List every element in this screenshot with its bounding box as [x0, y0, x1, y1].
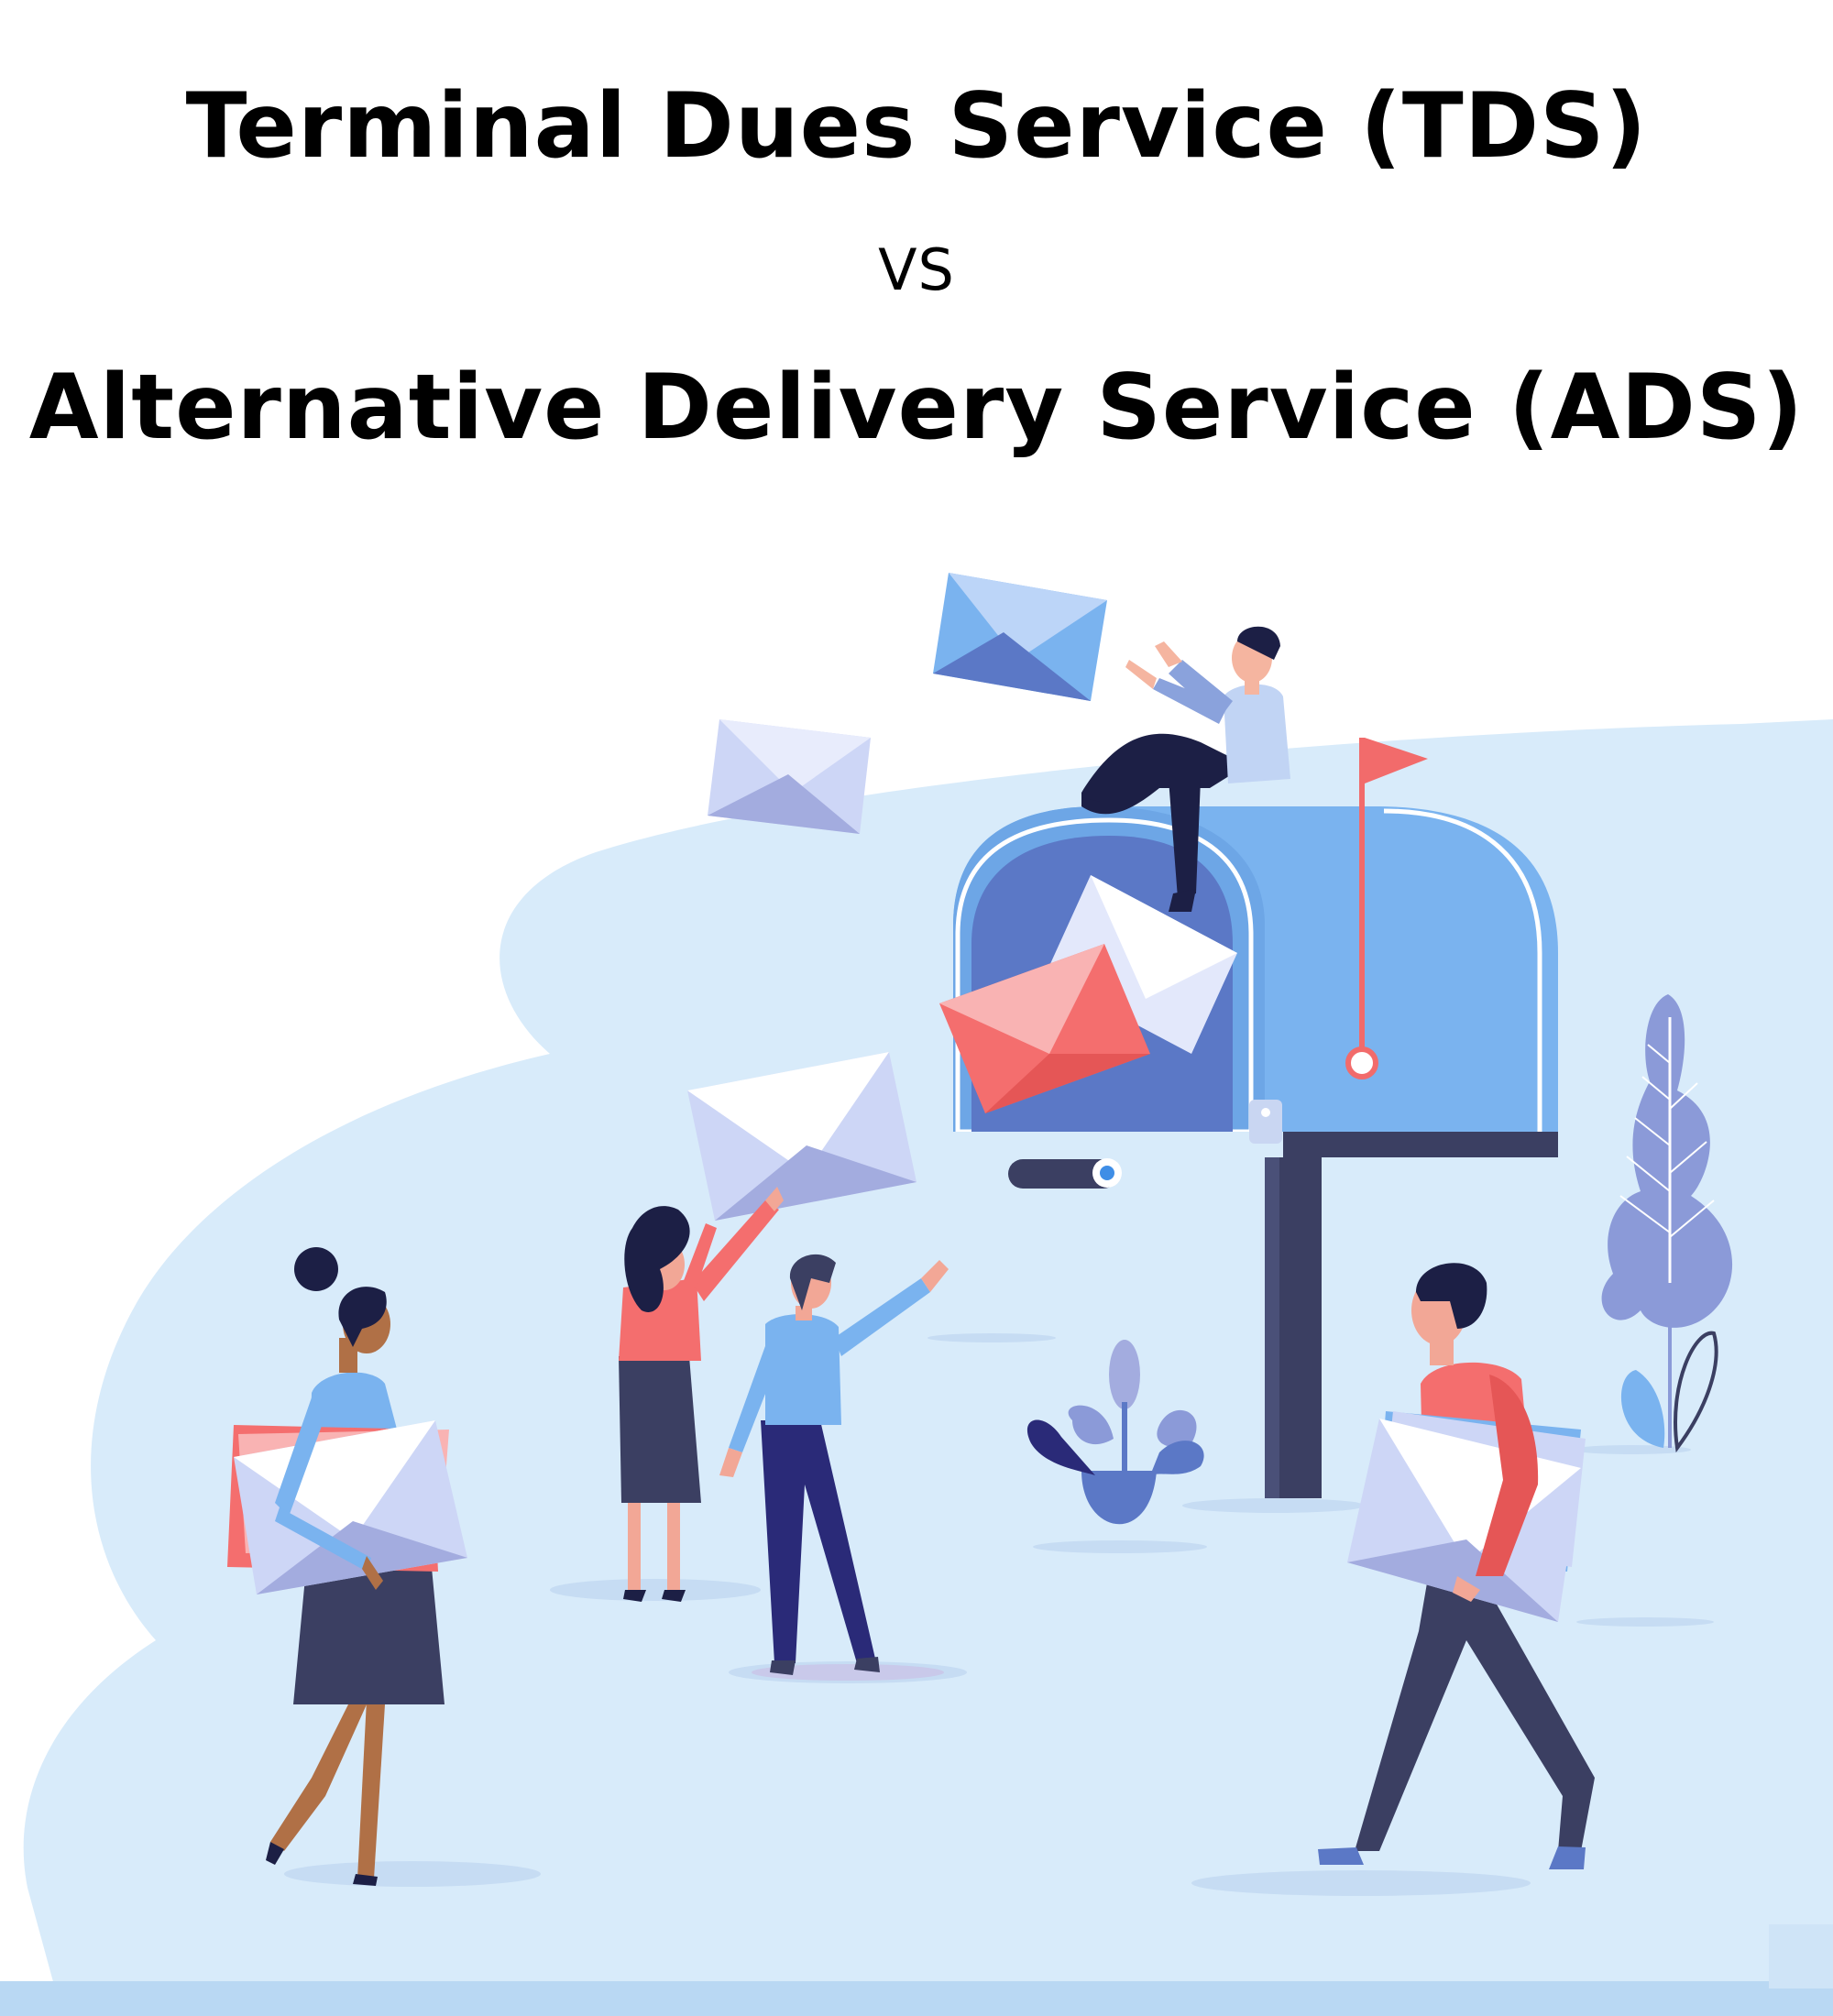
flag-icon — [1345, 738, 1428, 1079]
person-icon — [1318, 1263, 1595, 1869]
person-icon — [227, 1247, 467, 1886]
envelope-icon — [1045, 875, 1237, 1054]
bottom-strip — [0, 1981, 1833, 2016]
plant-icon — [1026, 1340, 1204, 1525]
shadow-lilac — [752, 1664, 944, 1681]
title-vs: VS — [878, 236, 955, 303]
envelope-icon — [939, 944, 1150, 1113]
title-terminal-dues: Terminal Dues Service (TDS) — [185, 74, 1648, 179]
envelope-icon — [933, 573, 1107, 701]
person-icon — [719, 1254, 949, 1675]
plant-icon — [1601, 994, 1733, 1453]
envelope-icon — [708, 719, 871, 834]
person-icon — [619, 1187, 784, 1602]
title-alternative-delivery: Alternative Delivery Service (ADS) — [28, 356, 1805, 460]
bottom-right-block — [1769, 1924, 1833, 1989]
mailbox-post — [1265, 1141, 1322, 1498]
background-blob — [23, 719, 1833, 1989]
person-icon — [1081, 626, 1290, 912]
